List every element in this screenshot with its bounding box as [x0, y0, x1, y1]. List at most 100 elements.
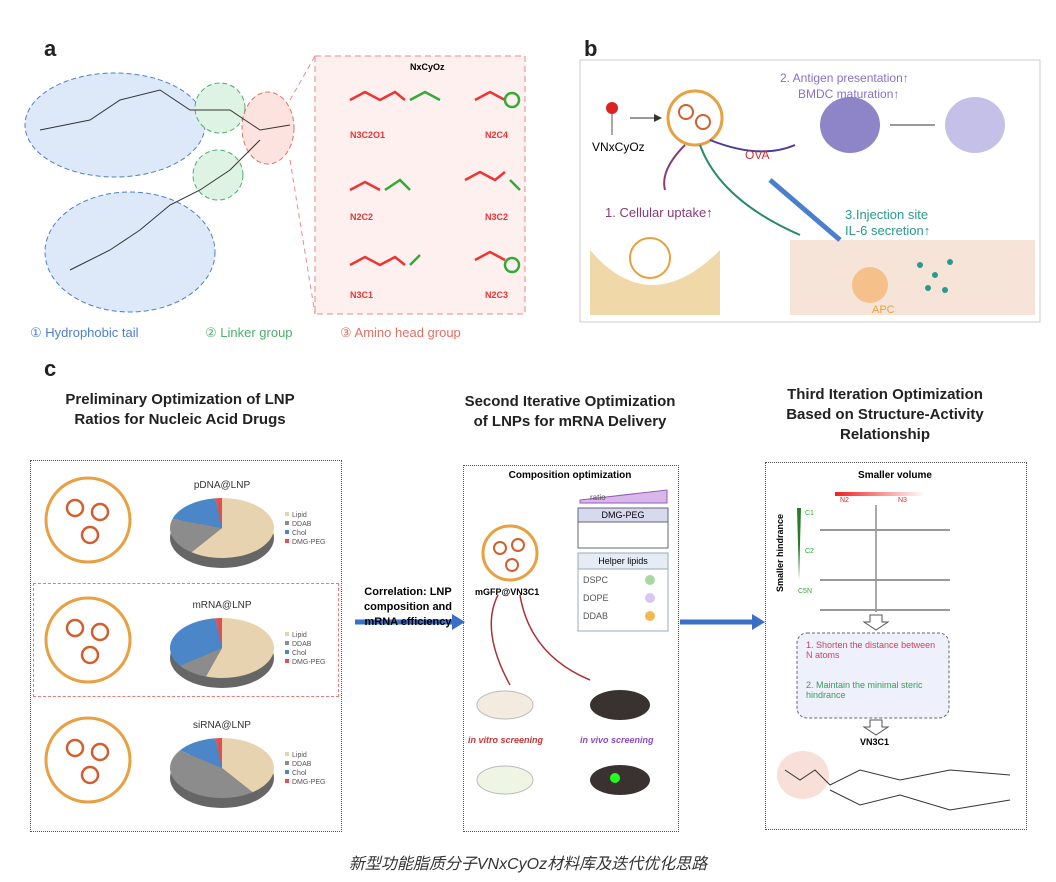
result-vn3c1: VN3C1 [860, 737, 890, 747]
pie-title: siRNA@LNP [193, 720, 251, 731]
vnxcyoz-label: VNxCyOz [592, 140, 645, 154]
nucleic-acid [90, 622, 110, 642]
nucleic-acid [80, 525, 100, 545]
c2-label: C2 [805, 548, 814, 555]
compound-label: N2C2 [350, 212, 374, 222]
legend-label: Chol [292, 650, 307, 657]
legend-label: DMG-PEG [292, 779, 325, 786]
legend-label: DDAB [292, 521, 312, 528]
mrna-highlight-box [33, 583, 339, 697]
pie-slice-ddab [169, 518, 222, 553]
particle-label: mGFP@VN3C1 [475, 587, 540, 597]
col2-box [463, 465, 679, 832]
legend-swatch [285, 641, 289, 645]
legend-label: Chol [292, 770, 307, 777]
pie-slice-ddab [170, 750, 253, 798]
legend-swatch [285, 530, 289, 534]
pie-slice-dmg-peg [215, 498, 222, 528]
smaller-volume-label: Smaller volume [858, 470, 932, 481]
n3-label: N3 [898, 497, 907, 504]
nucleic-acid [65, 498, 85, 518]
legend-label: DDAB [292, 761, 312, 768]
legend-swatch [285, 761, 289, 765]
col1-box [30, 460, 342, 832]
pie-slice-dmg-peg [215, 618, 222, 648]
lnp-particle [44, 596, 132, 684]
nxcyoz-title: NxCyOz [410, 62, 445, 72]
dope-label: DOPE [583, 593, 609, 603]
pie-slice-chol [170, 618, 222, 666]
rule-minimal-hindrance: 2. Maintain the minimal steric hindrance [806, 680, 923, 700]
legend-swatch [285, 770, 289, 774]
legend-swatch [285, 779, 289, 783]
legend-swatch [285, 650, 289, 654]
pie-title: mRNA@LNP [192, 600, 251, 611]
pie-title: pDNA@LNP [194, 480, 251, 491]
panel-label-c: c [44, 356, 57, 381]
smaller-hindrance-label: Smaller hindrance [775, 513, 785, 593]
pie-slice-dmg-peg [215, 738, 222, 768]
legend-label: Lipid [292, 632, 307, 639]
ova-label: OVA [745, 148, 770, 162]
pie-slice-ddab [179, 648, 222, 677]
cellular-uptake-text: 1. Cellular uptake↑ [605, 205, 713, 220]
pie-slice-lipid [191, 498, 274, 558]
legend-swatch [285, 632, 289, 636]
legend-swatch [285, 512, 289, 516]
nucleic-acid [65, 738, 85, 758]
composition-heading: Composition optimization [508, 470, 632, 481]
compound-label: N2C3 [485, 290, 509, 300]
dspc-label: DSPC [583, 575, 609, 585]
compound-label: N3C2 [485, 212, 509, 222]
ddab-label: DDAB [583, 611, 609, 621]
nucleic-acid [80, 645, 100, 665]
legend-label: Lipid [292, 752, 307, 759]
helper-lipids-label: Helper lipids [598, 556, 648, 566]
pie-slice-lipid [205, 618, 274, 678]
apc-label: APC [872, 304, 895, 316]
pie-slice-lipid [222, 738, 275, 793]
legend-swatch [285, 752, 289, 756]
c1-label: C1 [805, 510, 814, 517]
legend-hydrophobic-tail: ① Hydrophobic tail [30, 325, 139, 340]
in-vitro-label: in vitro screening [468, 735, 544, 745]
panel-label-a: a [44, 36, 57, 61]
legend-swatch [285, 521, 289, 525]
antigen-presentation-text: 2. Antigen presentation↑BMDC maturation↑ [780, 71, 909, 101]
pie-slice-chol [172, 498, 222, 528]
lnp-particle [44, 716, 132, 804]
nucleic-acid [90, 742, 110, 762]
panel-label-b: b [584, 36, 598, 61]
compound-label: N3C1 [350, 290, 374, 300]
n2-label: N2 [840, 497, 849, 504]
legend-swatch [285, 539, 289, 543]
col3-box [765, 462, 1027, 830]
nucleic-acid [90, 502, 110, 522]
c5n-label: C5N [798, 588, 813, 595]
compound-label: N3C2O1 [350, 130, 386, 140]
legend-amino-head-group: ③ Amino head group [340, 325, 461, 340]
pie-slice-chol [179, 738, 222, 768]
compound-label: N2C4 [485, 130, 509, 140]
legend-label: DDAB [292, 641, 312, 648]
rule-shorten-distance: 1. Shorten the distance between N atoms [806, 640, 936, 660]
dmg-peg-label: DMG-PEG [601, 510, 645, 520]
legend-label: DMG-PEG [292, 539, 325, 546]
nucleic-acid [80, 765, 100, 785]
figure-caption: 新型功能脂质分子VNxCyOz材料库及迭代优化思路 [348, 856, 708, 873]
lnp-particle [44, 476, 132, 564]
ratio-label: ratio [590, 493, 606, 502]
legend-label: Chol [292, 530, 307, 537]
nucleic-acid [65, 618, 85, 638]
legend-label: DMG-PEG [292, 659, 325, 666]
in-vivo-label: in vivo screening [580, 735, 654, 745]
legend-linker-group: ② Linker group [205, 325, 293, 340]
